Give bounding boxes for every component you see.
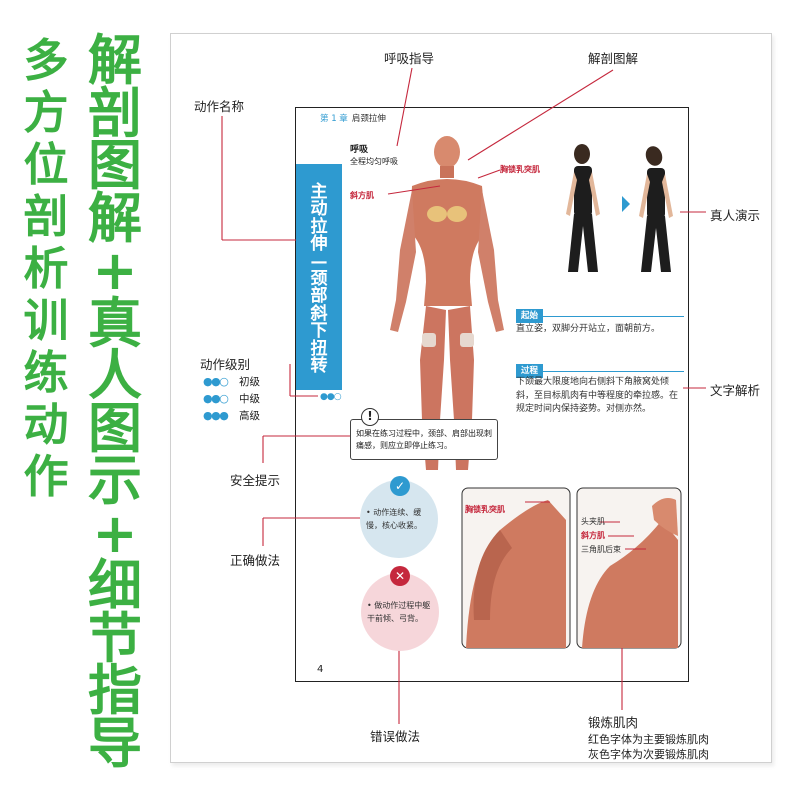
banner-char: 解 bbox=[88, 186, 142, 250]
level-label: 初级 bbox=[239, 376, 260, 388]
start-section-tag: 起始 bbox=[516, 303, 684, 323]
level-row-advanced: ●●● 高级 bbox=[203, 408, 260, 423]
title-char: 斜 bbox=[310, 303, 328, 324]
title-char: 主 bbox=[310, 182, 328, 202]
callout-muscles-note-primary: 红色字体为主要锻炼肌肉 bbox=[588, 733, 709, 746]
banner-char: 动 bbox=[23, 398, 69, 451]
start-label: 起始 bbox=[516, 309, 544, 323]
callout-action-level: 动作级别 bbox=[200, 357, 251, 372]
banner-column-1: 多 方 位 剖 析 训 练 动 作 bbox=[20, 38, 72, 506]
title-char: 部 bbox=[310, 286, 328, 307]
banner-char: 多 bbox=[23, 34, 69, 87]
breath-description: 全程均匀呼吸 bbox=[350, 157, 398, 166]
level-row-intermediate: ●●○ 中级 bbox=[203, 391, 260, 406]
muscle-label-splenius: 头夹肌 bbox=[581, 517, 605, 526]
banner-char: + bbox=[92, 239, 138, 302]
banner-char: 真 bbox=[88, 291, 142, 355]
level-row-beginner: ●●○ 初级 bbox=[203, 374, 260, 389]
process-section-tag: 过程 bbox=[516, 358, 684, 378]
title-char: 伸 bbox=[310, 234, 328, 255]
exercise-title-bar: 主 动 拉 伸 — 颈 部 斜 下 扭 转 bbox=[296, 164, 342, 390]
callout-action-name: 动作名称 bbox=[194, 99, 245, 114]
callout-wrong: 错误做法 bbox=[370, 729, 421, 744]
check-icon: ✓ bbox=[390, 476, 410, 496]
title-char: 拉 bbox=[310, 216, 328, 237]
title-char: 扭 bbox=[310, 338, 328, 359]
breath-title: 呼吸 bbox=[350, 145, 369, 155]
banner-char: 示 bbox=[88, 449, 142, 512]
muscle-label-trapezius: 斜方肌 bbox=[350, 191, 374, 200]
page-number: 4 bbox=[317, 664, 324, 675]
callout-correct: 正确做法 bbox=[230, 553, 281, 568]
banner-char: 导 bbox=[88, 711, 142, 775]
banner-char: 位 bbox=[23, 138, 69, 191]
muscle-label-sternocleidomastoid: 胸锁乳突肌 bbox=[500, 165, 540, 174]
level-dots: ●●○ bbox=[203, 375, 229, 388]
muscle-label-sternocleidomastoid-detail: 胸锁乳突肌 bbox=[465, 505, 505, 514]
banner-char: 训 bbox=[23, 294, 69, 347]
callout-breathing: 呼吸指导 bbox=[384, 51, 435, 66]
process-label: 过程 bbox=[516, 364, 544, 378]
level-label: 高级 bbox=[239, 410, 260, 422]
wrong-method-text: • 做动作过程中躯干前倾、弓背。 bbox=[367, 601, 431, 623]
banner-char: + bbox=[92, 501, 138, 565]
callout-safety: 安全提示 bbox=[230, 473, 281, 488]
title-char: 下 bbox=[310, 321, 328, 342]
section-title: 肩颈拉伸 bbox=[351, 114, 386, 124]
banner-column-2: 解 剖 图 解 + 真 人 图 示 + 细 节 指 导 bbox=[86, 29, 144, 775]
banner-char: 人 bbox=[88, 344, 142, 407]
banner-char: 指 bbox=[88, 659, 142, 722]
callout-muscles-note-secondary: 灰色字体为次要锻炼肌肉 bbox=[588, 748, 709, 761]
banner-char: 剖 bbox=[23, 190, 69, 243]
banner-char: 细 bbox=[88, 554, 142, 617]
level-indicator-dots: ●●○ bbox=[320, 392, 342, 402]
banner-char: 作 bbox=[23, 450, 69, 503]
callout-real-person: 真人演示 bbox=[710, 208, 761, 223]
banner-char: 析 bbox=[23, 242, 69, 295]
banner-char: 方 bbox=[23, 86, 69, 139]
title-char: 动 bbox=[310, 199, 328, 220]
correct-method-text: • 动作连续、缓慢，核心收紧。 bbox=[366, 508, 422, 530]
banner-char: 图 bbox=[88, 134, 142, 197]
banner-char: 练 bbox=[23, 346, 69, 399]
title-char: — bbox=[310, 251, 328, 272]
level-dots: ●●● bbox=[203, 409, 229, 422]
muscle-label-posterior-deltoid: 三角肌后束 bbox=[581, 545, 621, 554]
chapter-header: 第 1 章肩颈拉伸 bbox=[320, 112, 386, 124]
cross-icon: ✕ bbox=[390, 566, 410, 586]
warning-icon: ! bbox=[361, 408, 379, 426]
banner-char: 剖 bbox=[88, 81, 142, 145]
level-label: 中级 bbox=[239, 393, 260, 405]
process-text: 下颌最大限度地向右侧斜下角腋窝处倾斜，至目标肌肉有中等程度的牵拉感。在规定时间内… bbox=[516, 377, 679, 414]
title-char: 颈 bbox=[310, 268, 328, 289]
muscle-label-trapezius-detail: 斜方肌 bbox=[581, 531, 605, 540]
safety-warning-box: 如果在练习过程中，颈部、肩部出现刺痛感，则应立即停止练习。 bbox=[350, 419, 498, 460]
wrong-method-circle: • 做动作过程中躯干前倾、弓背。 bbox=[361, 573, 439, 651]
callout-muscles-title: 锻炼肌肉 bbox=[588, 715, 639, 730]
banner-char: 图 bbox=[88, 396, 142, 460]
level-dots: ●●○ bbox=[203, 392, 229, 405]
start-text: 直立姿，双脚分开站立，面朝前方。 bbox=[516, 324, 661, 334]
banner-char: 解 bbox=[88, 29, 142, 92]
callout-text-analysis: 文字解析 bbox=[710, 383, 761, 398]
banner-char: 节 bbox=[88, 606, 142, 670]
callout-anatomy: 解剖图解 bbox=[588, 51, 639, 66]
chapter-number: 第 1 章 bbox=[320, 114, 348, 124]
title-char: 转 bbox=[310, 355, 328, 376]
safety-warning-text: 如果在练习过程中，颈部、肩部出现刺痛感，则应立即停止练习。 bbox=[356, 429, 492, 450]
